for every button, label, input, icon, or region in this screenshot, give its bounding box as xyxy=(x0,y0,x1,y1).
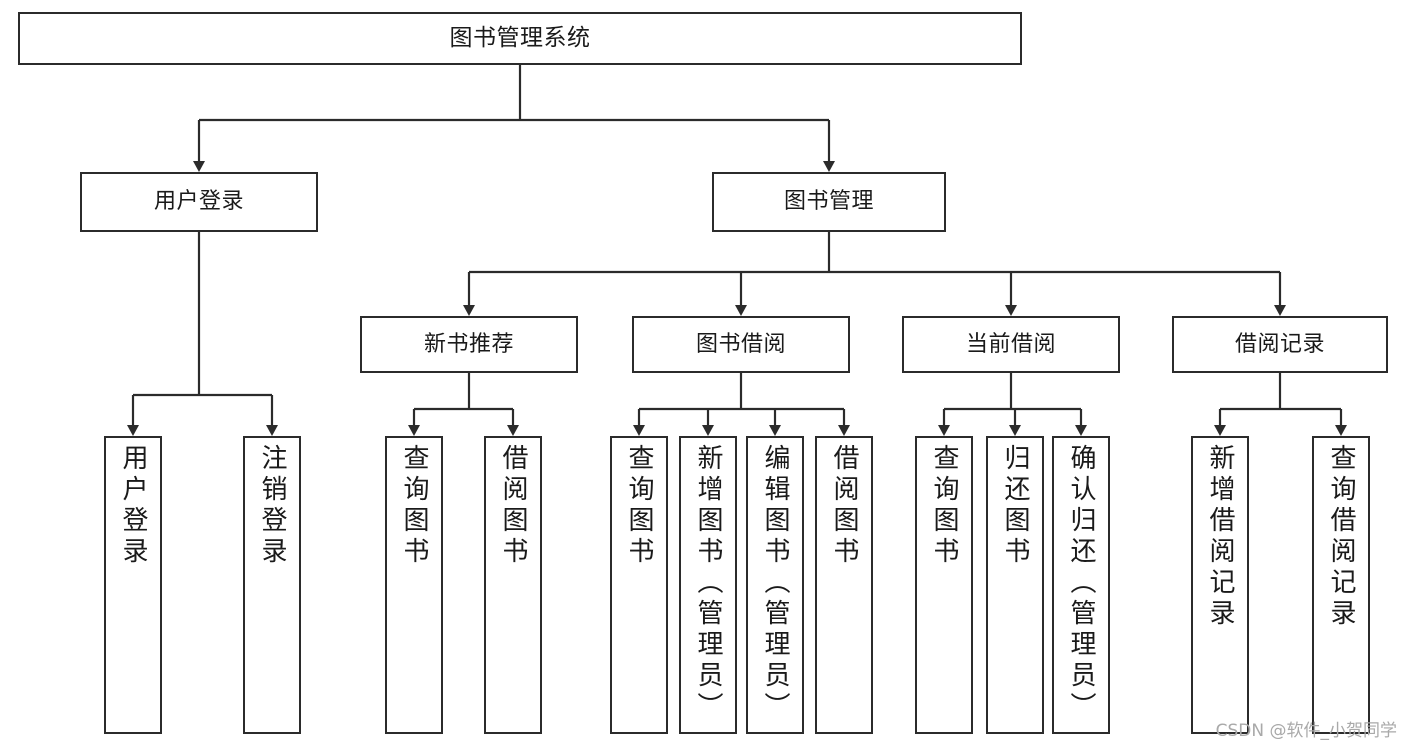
arrowhead-icon xyxy=(1075,425,1087,436)
node-book-borrow[interactable]: 图书借阅 xyxy=(632,316,850,373)
arrowhead-icon xyxy=(735,305,747,316)
node-current-borrow[interactable]: 当前借阅 xyxy=(902,316,1120,373)
node-label: 用户登录 xyxy=(153,189,244,215)
node-new-book-recommend[interactable]: 新书推荐 xyxy=(360,316,578,373)
arrowhead-icon xyxy=(1214,425,1226,436)
node-label: 新增图书（管理员） xyxy=(693,444,723,723)
node-leaf-return-book[interactable]: 归还图书 xyxy=(986,436,1044,734)
arrowhead-icon xyxy=(266,425,278,436)
arrowhead-icon xyxy=(408,425,420,436)
node-leaf-query-book-rec[interactable]: 查询图书 xyxy=(385,436,443,734)
node-label: 用户登录 xyxy=(118,444,148,568)
node-label: 编辑图书（管理员） xyxy=(760,444,790,723)
node-leaf-logout-login[interactable]: 注销登录 xyxy=(243,436,301,734)
node-label: 借阅记录 xyxy=(1234,331,1325,357)
node-leaf-add-borrow-record[interactable]: 新增借阅记录 xyxy=(1191,436,1249,734)
node-label: 新书推荐 xyxy=(423,331,514,357)
node-label: 新增借阅记录 xyxy=(1205,444,1235,630)
arrowhead-icon xyxy=(838,425,850,436)
node-leaf-borrow-book-rec[interactable]: 借阅图书 xyxy=(484,436,542,734)
arrowhead-icon xyxy=(1335,425,1347,436)
arrowhead-icon xyxy=(127,425,139,436)
node-label: 查询图书 xyxy=(624,444,654,568)
arrowhead-icon xyxy=(507,425,519,436)
node-leaf-edit-book-admin[interactable]: 编辑图书（管理员） xyxy=(746,436,804,734)
node-label: 查询借阅记录 xyxy=(1326,444,1356,630)
arrowhead-icon xyxy=(193,161,205,172)
node-label: 图书管理 xyxy=(783,189,874,215)
node-label: 归还图书 xyxy=(1000,444,1030,568)
arrowhead-icon xyxy=(702,425,714,436)
node-book-manage[interactable]: 图书管理 xyxy=(712,172,946,232)
node-label: 当前借阅 xyxy=(965,331,1056,357)
arrowhead-icon xyxy=(463,305,475,316)
node-label: 图书借阅 xyxy=(695,331,786,357)
node-leaf-borrow-book-bb[interactable]: 借阅图书 xyxy=(815,436,873,734)
node-label: 图书管理系统 xyxy=(449,25,591,52)
node-leaf-add-book-admin[interactable]: 新增图书（管理员） xyxy=(679,436,737,734)
node-leaf-confirm-return-admin[interactable]: 确认归还（管理员） xyxy=(1052,436,1110,734)
node-leaf-user-login[interactable]: 用户登录 xyxy=(104,436,162,734)
node-label: 借阅图书 xyxy=(829,444,859,568)
node-label: 查询图书 xyxy=(399,444,429,568)
node-label: 查询图书 xyxy=(929,444,959,568)
arrowhead-icon xyxy=(769,425,781,436)
watermark-text: CSDN @软件_小贺同学 xyxy=(1215,721,1397,741)
arrowhead-icon xyxy=(938,425,950,436)
node-leaf-query-borrow-record[interactable]: 查询借阅记录 xyxy=(1312,436,1370,734)
arrowhead-icon xyxy=(823,161,835,172)
arrowhead-icon xyxy=(1009,425,1021,436)
node-user-login[interactable]: 用户登录 xyxy=(80,172,318,232)
node-leaf-query-book-cb[interactable]: 查询图书 xyxy=(915,436,973,734)
arrowhead-icon xyxy=(1274,305,1286,316)
node-root[interactable]: 图书管理系统 xyxy=(18,12,1022,65)
node-borrow-record[interactable]: 借阅记录 xyxy=(1172,316,1388,373)
node-leaf-query-book-bb[interactable]: 查询图书 xyxy=(610,436,668,734)
arrowhead-icon xyxy=(1005,305,1017,316)
node-label: 确认归还（管理员） xyxy=(1066,444,1096,723)
node-label: 注销登录 xyxy=(257,444,287,568)
arrowhead-icon xyxy=(633,425,645,436)
node-label: 借阅图书 xyxy=(498,444,528,568)
